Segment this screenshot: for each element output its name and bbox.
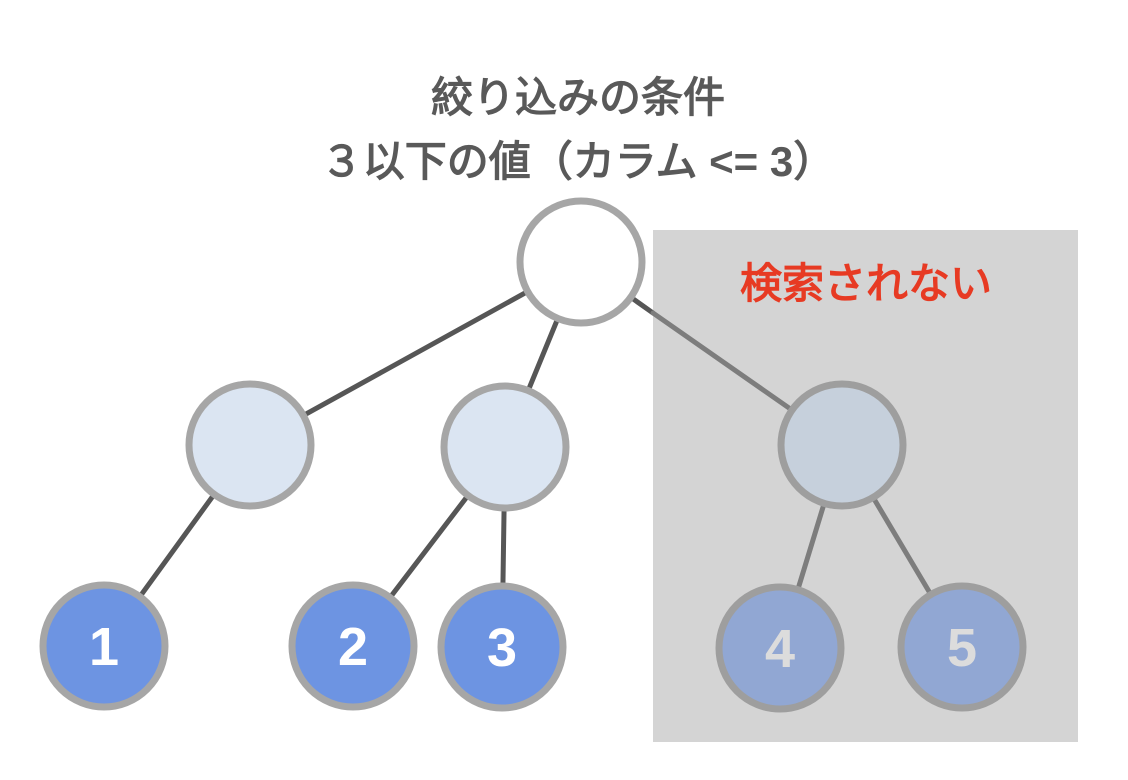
leaf-node-3 <box>437 582 567 712</box>
leaf-node-2 <box>288 581 418 711</box>
leaf-node-4 <box>715 583 845 713</box>
leaf-node-3-label: 3 <box>487 618 517 678</box>
root-node <box>516 197 646 327</box>
leaf-node-1 <box>39 581 169 711</box>
leaf-node-5 <box>897 582 1027 712</box>
branch-node-right <box>777 380 907 510</box>
branch-node-center <box>440 382 570 512</box>
leaf-node-2-label: 2 <box>338 617 368 677</box>
leaf-node-5-label: 5 <box>947 618 977 678</box>
leaf-node-4-label: 4 <box>765 619 795 679</box>
branch-node-left <box>185 380 315 510</box>
excluded-region-label: 検索されない <box>740 260 992 307</box>
diagram-title-line2: ３以下の値（カラム <= 3） <box>321 138 836 185</box>
leaf-node-1-label: 1 <box>89 617 119 677</box>
diagram-title-line1: 絞り込みの条件 <box>431 74 725 121</box>
